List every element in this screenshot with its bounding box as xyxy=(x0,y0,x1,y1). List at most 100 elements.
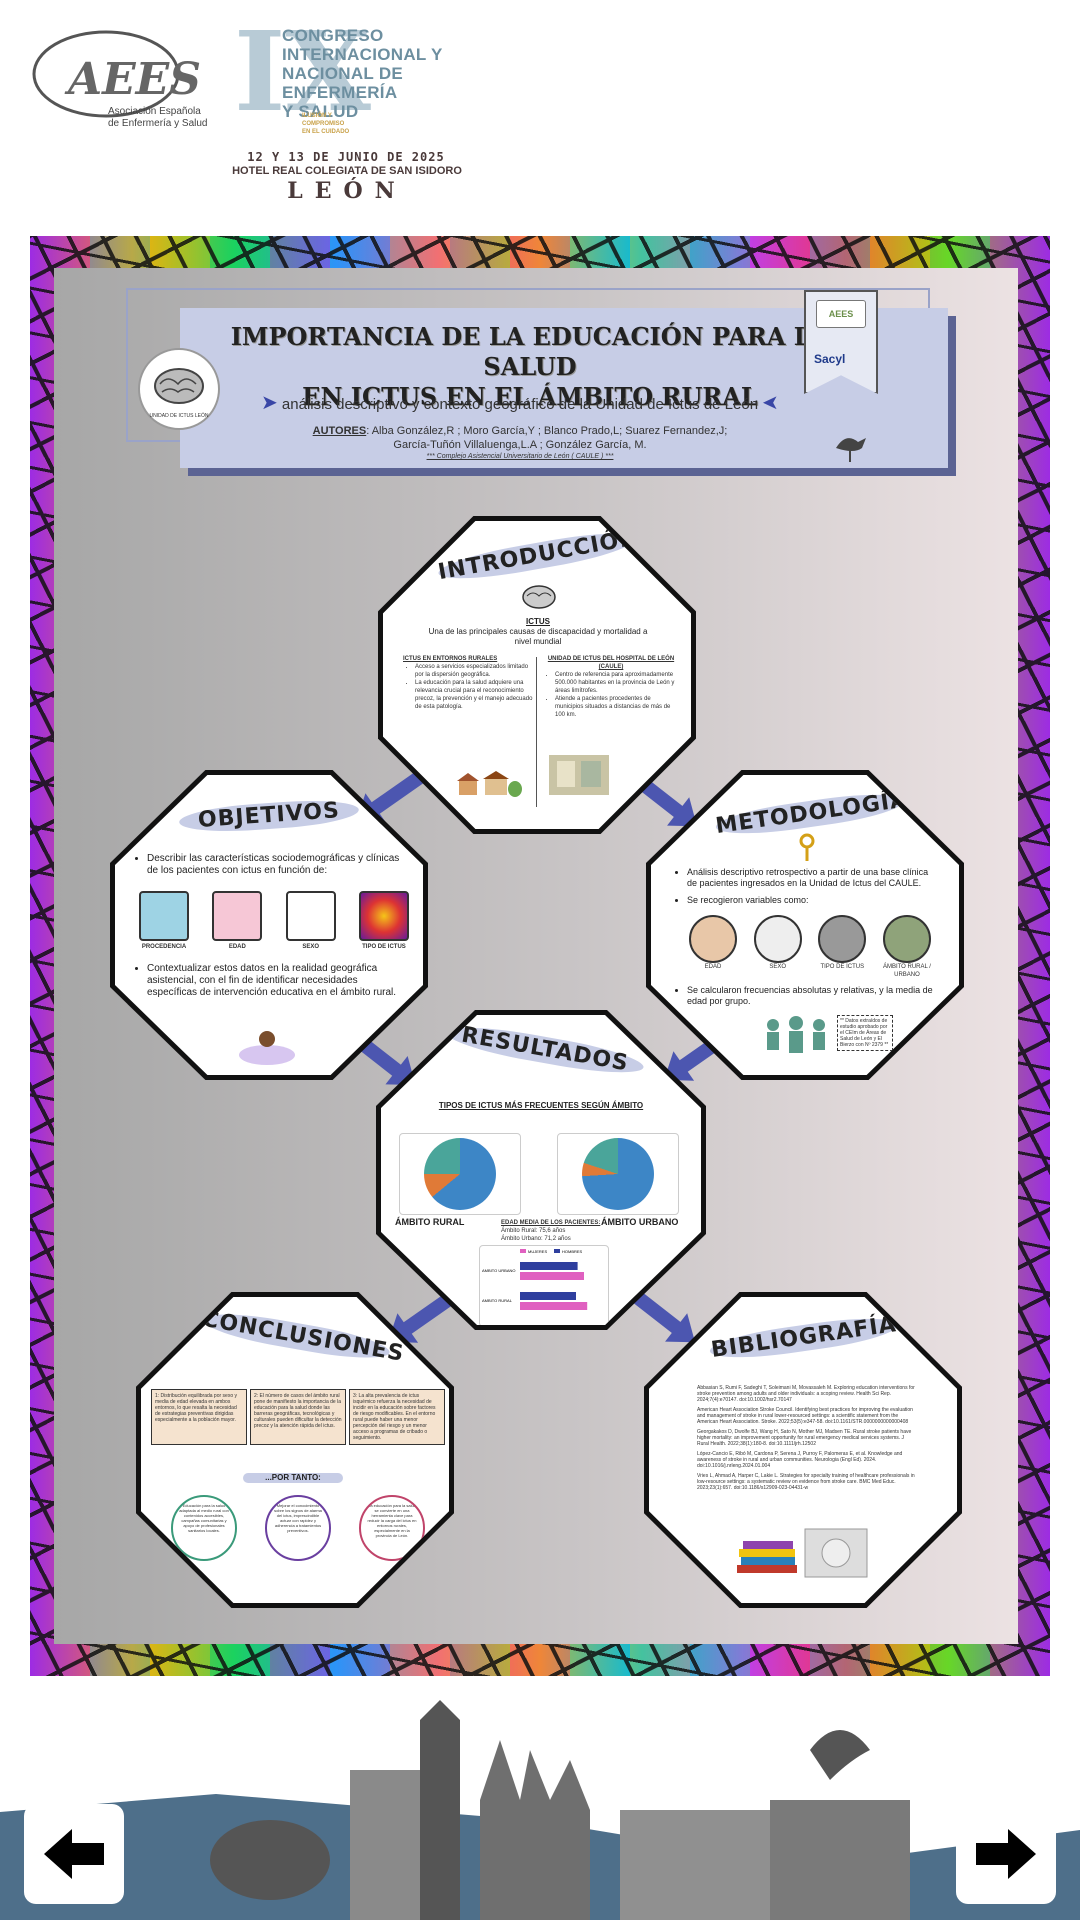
reference-item: Abbasian S, Rumi F, Sadeghi T, Soleimani… xyxy=(697,1385,915,1403)
resultados-title: RESULTADOS xyxy=(444,1019,646,1081)
metodo-item: Se calcularon frecuencias absolutas y re… xyxy=(687,985,939,1007)
variable-label: EDAD xyxy=(704,964,722,970)
ictus-heading: ICTUS xyxy=(526,617,550,626)
rural-item: La educación para la salud adquiere una … xyxy=(415,679,533,711)
caule-item: Atiende a pacientes procedentes de munic… xyxy=(555,695,679,719)
bar xyxy=(520,1262,578,1270)
metodo-item: Se recogieron variables como: xyxy=(687,895,939,906)
reference-item: López-Cancio E, Ribó M, Cardona P, Seren… xyxy=(697,1451,903,1469)
objetivos-title: OBJETIVOS xyxy=(178,796,360,836)
section-metodologia: METODOLOGÍA Análisis descriptivo retrosp… xyxy=(646,770,964,1080)
brain-scan-icon xyxy=(358,891,409,941)
prev-button[interactable] xyxy=(24,1804,124,1904)
bibliografia-title: BIBLIOGRAFÍA xyxy=(708,1311,900,1365)
outcome-circle: Mejorar el conocimiento sobre los signos… xyxy=(265,1495,331,1561)
variable-label: ÁMBITO RURAL / URBANO xyxy=(882,964,931,978)
reference-list: Abbasian S, Rumi F, Sadeghi T, Soleimani… xyxy=(697,1385,915,1495)
rural-item: Acceso a servicios especializados limita… xyxy=(415,663,533,679)
variable-label: SEXO xyxy=(769,964,786,970)
bar xyxy=(520,1272,584,1280)
age-icon xyxy=(689,915,737,963)
village-illustration xyxy=(457,771,522,797)
unidad-ictus-badge: UNIDAD DE ICTUS LEÓN xyxy=(138,348,220,430)
congreso-title: CONGRESO INTERNACIONAL Y NACIONAL DE ENF… xyxy=(282,26,443,121)
section-resultados: RESULTADOS TIPOS DE ICTUS MÁS FRECUENTES… xyxy=(376,1010,706,1330)
pie-rural-card xyxy=(399,1133,521,1215)
bar-category-label: AMBITO RURAL xyxy=(482,1298,513,1303)
sacyl-pennant: AEES xyxy=(804,290,878,394)
congreso-logo: IX xyxy=(234,7,371,136)
brain-icon xyxy=(154,368,204,404)
resultados-subtitle: TIPOS DE ICTUS MÁS FRECUENTES SEGÚN ÁMBI… xyxy=(438,1101,644,1110)
reference-item: American Heart Association Stroke Counci… xyxy=(697,1407,913,1425)
conclusion-card: 2: El número de casos del ámbito rural p… xyxy=(250,1389,346,1445)
ceim-note: ** Datos extraídos de estudio aprobado p… xyxy=(837,1015,893,1051)
magnifier-icon xyxy=(799,833,815,861)
arrow-right-icon xyxy=(976,1829,1036,1879)
ct-scan-icon xyxy=(818,915,867,963)
people-group-icon xyxy=(767,1016,825,1053)
pie-urban-card xyxy=(557,1133,679,1215)
age-summary: EDAD MEDIA DE LOS PACIENTES: Ámbito Rura… xyxy=(501,1220,601,1242)
por-tanto-label: ...POR TANTO: xyxy=(243,1473,343,1483)
objetivo-item: Contextualizar estos datos en la realida… xyxy=(147,963,405,999)
elderly-person-icon xyxy=(212,891,263,941)
aees-logo: AEES xyxy=(32,30,201,118)
poster-title: IMPORTANCIA DE LA EDUCACIÓN PARA LA SALU… xyxy=(230,322,830,411)
urban-label: ÁMBITO URBANO xyxy=(601,1217,679,1227)
event-date: 12 Y 13 DE JUNIO DE 2025 xyxy=(247,150,445,164)
icon-label: PROCEDENCIA xyxy=(141,944,187,950)
aees-caption: Asociación Española de Enfermería y Salu… xyxy=(108,106,208,129)
pie-chart-urban xyxy=(582,1138,654,1210)
books-illustration xyxy=(737,1528,868,1578)
section-bibliografia: BIBLIOGRAFÍA Abbasian S, Rumi F, Sadeghi… xyxy=(644,1292,962,1608)
weathervane-icon xyxy=(836,438,866,462)
rural-label: ÁMBITO RURAL xyxy=(395,1217,465,1227)
chevron-left-icon: ➤ xyxy=(762,390,779,414)
pie-chart-rural xyxy=(424,1138,496,1210)
buildings-icon xyxy=(139,891,189,941)
bar-category-label: AMBITO URBANO xyxy=(482,1268,516,1273)
gender-icon xyxy=(285,891,336,941)
reference-item: Vries L, Ahmad A, Harper C, Lakie L. Str… xyxy=(697,1473,915,1491)
event-venue: HOTEL REAL COLEGIATA DE SAN ISIDORO xyxy=(232,165,462,177)
caule-heading: UNIDAD DE ICTUS DEL HOSPITAL DE LEÓN (CA… xyxy=(547,656,675,670)
conclusiones-title: CONCLUSIONES xyxy=(200,1306,407,1367)
thinking-person-illustration xyxy=(239,1031,295,1065)
icon-label: SEXO xyxy=(302,944,319,950)
aees-mini-logo: AEES xyxy=(816,300,866,328)
reference-item: Georgakakos D, Dwolfe BJ, Wang H, Sato N… xyxy=(697,1429,912,1447)
chevron-right-icon: ➤ xyxy=(260,390,278,414)
landscape-icon xyxy=(882,915,931,963)
poster-subtitle: ➤ análisis descriptivo y contexto geográ… xyxy=(260,390,779,414)
caule-item: Centro de referencia para aproximadament… xyxy=(555,671,679,695)
event-city: LEÓN xyxy=(287,178,407,204)
outcome-circle: Educación para la salud adaptada al medi… xyxy=(171,1495,237,1561)
rural-heading: ICTUS EN ENTORNOS RURALES xyxy=(403,656,498,662)
metodo-item: Análisis descriptivo retrospectivo a par… xyxy=(687,867,939,889)
introduccion-title: INTRODUCCIÓN xyxy=(436,525,641,587)
legend-label: MUJERES xyxy=(528,1249,547,1254)
badge-text: UNIDAD DE ICTUS LEÓN xyxy=(149,413,209,419)
legend-label: HOMBRES xyxy=(562,1249,583,1254)
affiliation: *** Complejo Asistencial Universitario d… xyxy=(426,453,614,460)
arrow-left-icon xyxy=(44,1829,104,1879)
legend-swatch xyxy=(520,1249,526,1253)
section-introduccion: INTRODUCCIÓN ICTUS Una de las principale… xyxy=(378,516,696,834)
icon-label: TIPO DE ICTUS xyxy=(362,944,406,950)
objetivo-item: Describir las características sociodemog… xyxy=(147,853,405,877)
variable-label: TIPO DE ICTUS xyxy=(820,964,865,970)
section-objetivos: OBJETIVOS Describir las características … xyxy=(110,770,428,1080)
svg-text:AEES: AEES xyxy=(64,54,201,105)
leon-skyline-illustration xyxy=(210,1700,910,1920)
outcome-circle: La educación para la salud se convierte … xyxy=(359,1495,425,1561)
conclusion-card: 1: Distribución equilibrada por sexo y m… xyxy=(151,1389,247,1445)
sacyl-logo: Sacyl xyxy=(814,352,846,366)
section-conclusiones: CONCLUSIONES 1: Distribución equilibrada… xyxy=(136,1292,454,1608)
next-button[interactable] xyxy=(956,1804,1056,1904)
gender-symbol-icon xyxy=(753,915,802,963)
conclusion-card: 3: La alta prevalencia de ictus isquémic… xyxy=(349,1389,445,1445)
bar-chart-sex: MUJERES HOMBRES AMBITO URBANO AMBITO RURAL xyxy=(479,1245,609,1325)
brain-icon xyxy=(522,585,556,609)
icon-label: EDAD xyxy=(228,944,246,950)
